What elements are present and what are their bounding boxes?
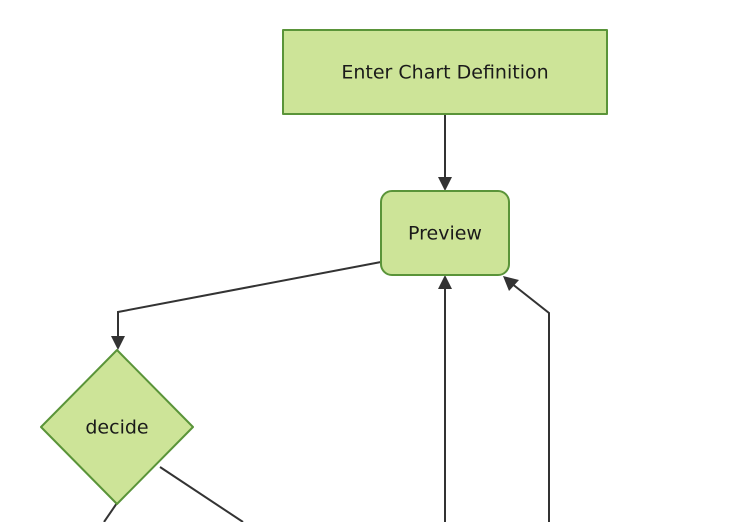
- edge-enter-to-preview[interactable]: [438, 114, 452, 191]
- edge-decide-right-out-line: [159, 466, 244, 522]
- node-preview-label: Preview: [408, 223, 482, 245]
- edge-bottom-right-to-preview-line: [510, 282, 550, 522]
- node-decide-label: decide: [85, 417, 148, 439]
- nodes-layer: Enter Chart Definition Preview decide: [40, 29, 608, 505]
- edge-bottom-right-to-preview-arrowhead: [503, 276, 519, 291]
- edge-bottom-center-to-preview-arrowhead: [438, 275, 452, 289]
- edges-layer: [103, 114, 550, 522]
- node-preview[interactable]: Preview: [380, 190, 510, 276]
- node-enter-chart-definition-label: Enter Chart Definition: [341, 62, 548, 84]
- edge-bottom-right-to-preview[interactable]: [503, 276, 550, 522]
- edge-preview-to-decide-line: [117, 261, 382, 342]
- edge-decide-bottom-out-line: [103, 502, 118, 522]
- edge-preview-to-decide[interactable]: [111, 261, 382, 350]
- edge-bottom-center-to-preview[interactable]: [438, 275, 452, 522]
- node-enter-chart-definition[interactable]: Enter Chart Definition: [282, 29, 608, 115]
- node-decide[interactable]: decide: [40, 349, 194, 505]
- node-decide-shape: [40, 349, 194, 505]
- edge-decide-right-out[interactable]: [159, 466, 244, 522]
- edge-decide-bottom-out[interactable]: [103, 502, 118, 522]
- edge-preview-to-decide-arrowhead: [111, 336, 125, 350]
- node-preview-shape: [380, 190, 510, 276]
- edge-enter-to-preview-arrowhead: [438, 177, 452, 191]
- node-enter-chart-definition-shape: [282, 29, 608, 115]
